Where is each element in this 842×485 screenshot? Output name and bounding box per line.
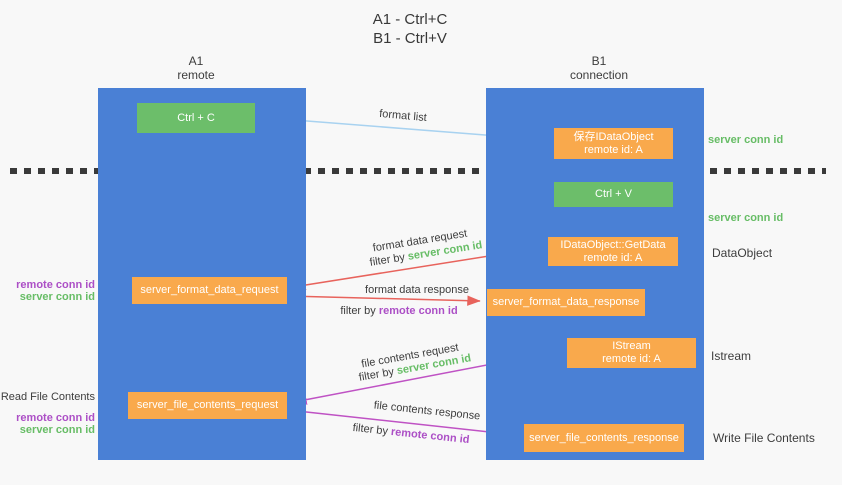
node-getdata-line1: IDataObject::GetData (560, 238, 666, 251)
side-labels-file-ids: remote conn id server conn id (0, 412, 95, 436)
side-label-remote-conn-id-top: remote conn id (16, 279, 95, 291)
node-save-idataobject-line2: remote id: A (584, 143, 643, 156)
label-filter-by-remote-conn-id-file: filter by remote conn id (352, 422, 470, 446)
node-ctrl-c: Ctrl + C (137, 103, 255, 133)
label-file-contents-response: file contents response (373, 399, 481, 423)
filter-by-text: filter by (340, 305, 376, 317)
side-label-server-conn-id-left-bottom: server conn id (19, 424, 95, 436)
lane-b1-id: B1 (591, 54, 607, 68)
node-server-format-data-response: server_format_data_response (487, 289, 645, 316)
title-line-2: B1 - Ctrl+V (373, 30, 447, 47)
side-label-write-file-contents: Write File Contents (713, 431, 815, 445)
side-label-server-conn-id-mid: server conn id (708, 212, 784, 224)
node-server-file-contents-response: server_file_contents_response (524, 424, 684, 452)
remote-conn-id-text: remote conn id (390, 425, 470, 447)
side-label-server-conn-id-top: server conn id (708, 134, 784, 146)
side-labels-format-ids: remote conn id server conn id (0, 279, 95, 303)
label-format-list: format list (378, 107, 428, 125)
node-istream: IStream remote id: A (567, 338, 696, 368)
lane-a1-id: A1 (188, 54, 204, 68)
node-file-response-label: server_file_contents_response (529, 431, 679, 444)
side-label-read-file-contents: Read File Contents (0, 391, 95, 403)
node-getdata-line2: remote id: A (583, 251, 643, 264)
label-filter-by-remote-conn-id-format: filter by remote conn id (340, 305, 457, 317)
side-label-server-conn-id-left-top: server conn id (19, 291, 95, 303)
label-format-data-response: format data response (365, 284, 469, 296)
node-server-format-data-request: server_format_data_request (132, 277, 287, 304)
node-ctrl-c-label: Ctrl + C (177, 111, 215, 124)
node-istream-line1: IStream (612, 340, 651, 352)
side-label-remote-conn-id-bottom: remote conn id (16, 412, 95, 424)
filter-by-text: filter by (352, 421, 389, 438)
node-istream-line2: remote id: A (602, 353, 661, 365)
node-ctrl-v-label: Ctrl + V (595, 188, 632, 200)
side-label-istream: Istream (711, 349, 752, 363)
format-data-response-arrow (287, 295, 481, 306)
side-label-dataobject: DataObject (712, 246, 773, 260)
node-format-response-label: server_format_data_response (492, 296, 640, 308)
node-save-idataobject-line1: 保存IDataObject (573, 130, 654, 143)
remote-conn-id-text: remote conn id (378, 305, 458, 317)
node-save-idataobject: 保存IDataObject remote id: A (554, 128, 673, 159)
title-line-1: A1 - Ctrl+C (372, 11, 448, 28)
lane-b1-role: connection (569, 68, 629, 82)
lane-a1-role: remote (177, 68, 215, 82)
node-server-file-contents-request: server_file_contents_request (128, 392, 287, 419)
lane-header-a1: A1 remote (177, 54, 214, 82)
node-ctrl-v: Ctrl + V (554, 182, 673, 207)
node-format-request-label: server_format_data_request (140, 284, 279, 296)
node-file-request-label: server_file_contents_request (136, 399, 279, 411)
node-idataobject-getdata: IDataObject::GetData remote id: A (548, 237, 678, 266)
lane-header-b1: B1 connection (570, 54, 628, 82)
diagram-title: A1 - Ctrl+C B1 - Ctrl+V (373, 10, 448, 48)
